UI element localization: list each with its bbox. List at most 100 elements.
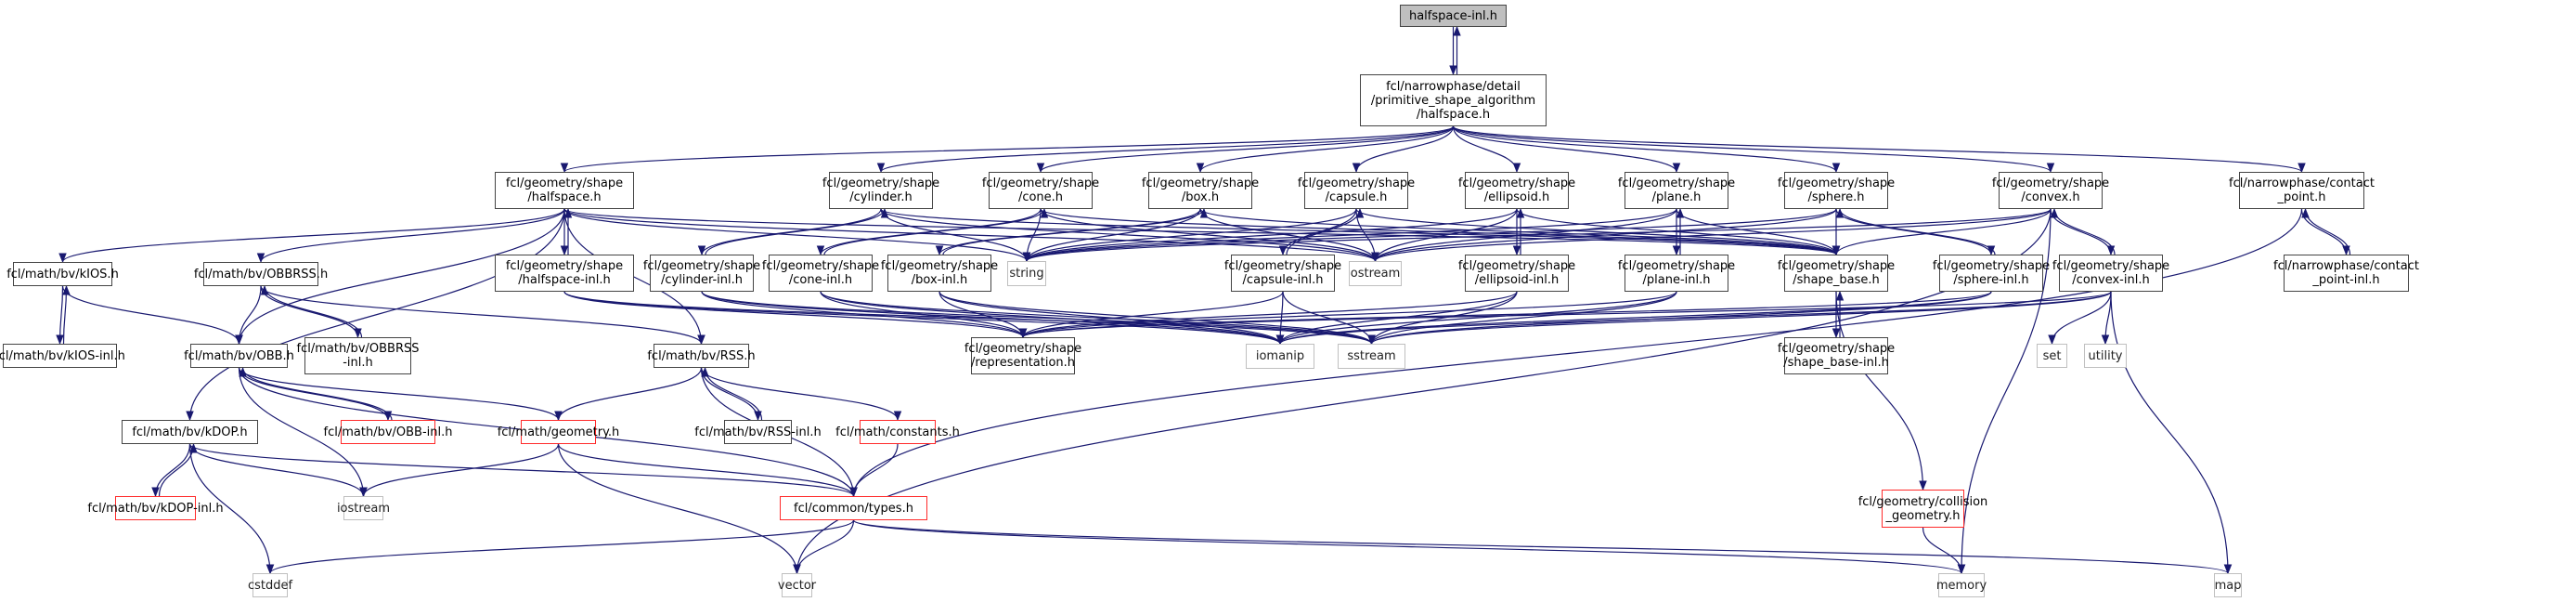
node-label: utility bbox=[2088, 348, 2123, 363]
edge-box-inl-to-iomanip bbox=[938, 291, 1285, 346]
node-kdop[interactable]: fcl/math/bv/kDOP.h bbox=[122, 420, 258, 444]
edge-cone-inl-to-sstream bbox=[820, 291, 1376, 346]
node-obb[interactable]: fcl/math/bv/OBB.h bbox=[184, 344, 294, 368]
edge-sphere-to-ostream bbox=[1371, 208, 1837, 263]
node-types[interactable]: fcl/common/types.h bbox=[780, 496, 927, 520]
node-halfspace[interactable]: fcl/geometry/shape /halfspace.h bbox=[495, 172, 634, 209]
edge-sphere-inl-to-iomanip bbox=[1275, 291, 1992, 346]
node-label: fcl/geometry/shape /shape_base.h bbox=[1777, 259, 1896, 287]
edge-halfspace-to-obb bbox=[235, 208, 565, 346]
node-rss[interactable]: fcl/math/bv/RSS.h bbox=[647, 344, 756, 368]
edge-plane-inl-to-sstream bbox=[1367, 291, 1677, 346]
node-label: fcl/geometry/shape /plane.h bbox=[1617, 177, 1736, 204]
node-sstream: sstream bbox=[1338, 344, 1405, 369]
edge-obbrss-to-obbrss-inl bbox=[260, 285, 362, 339]
node-obb-inl[interactable]: fcl/math/bv/OBB-inl.h bbox=[324, 420, 453, 444]
edge-sphere-inl-to-sphere bbox=[1835, 207, 1996, 255]
node-sphere[interactable]: fcl/geometry/shape /sphere.h bbox=[1778, 172, 1895, 209]
edge-box-inl-to-sstream bbox=[938, 291, 1376, 346]
edge-convex-inl-to-utility bbox=[2101, 291, 2112, 346]
edge-rss-to-geometry bbox=[554, 367, 703, 422]
node-label: string bbox=[1009, 267, 1044, 281]
node-box-inl[interactable]: fcl/geometry/shape /box-inl.h bbox=[881, 255, 998, 292]
node-rss-inl[interactable]: fcl/math/bv/RSS-inl.h bbox=[694, 420, 822, 444]
node-capsule-inl[interactable]: fcl/geometry/shape /capsule-inl.h bbox=[1224, 255, 1341, 292]
node-shape-base-inl[interactable]: fcl/geometry/shape /shape_base-inl.h bbox=[1778, 337, 1895, 374]
node-halfspace-inl[interactable]: fcl/geometry/shape /halfspace-inl.h bbox=[495, 255, 634, 292]
edge-cylinder-to-ostream bbox=[880, 208, 1379, 263]
edge-psa-halfspace-to-contact-point bbox=[1452, 125, 2306, 174]
node-cstddef: cstddef bbox=[248, 573, 292, 597]
node-ellipsoid-inl[interactable]: fcl/geometry/shape /ellipsoid-inl.h bbox=[1458, 255, 1575, 292]
edge-psa-halfspace-to-cone bbox=[1036, 125, 1455, 174]
edge-rss-to-constants bbox=[700, 367, 902, 422]
node-obbrss-inl[interactable]: fcl/math/bv/OBBRSS -inl.h bbox=[297, 337, 420, 374]
edge-plane-inl-to-iomanip bbox=[1275, 291, 1677, 346]
node-label: fcl/math/bv/kDOP-inl.h bbox=[87, 501, 224, 516]
node-convex-inl[interactable]: fcl/geometry/shape /convex-inl.h bbox=[2052, 255, 2169, 292]
node-cone-inl[interactable]: fcl/geometry/shape /cone-inl.h bbox=[762, 255, 879, 292]
edge-psa-halfspace-to-convex bbox=[1452, 125, 2055, 174]
node-label: fcl/geometry/collision _geometry.h bbox=[1858, 494, 1988, 523]
edge-cylinder-inl-to-representation bbox=[701, 291, 1028, 339]
node-label: fcl/geometry/shape /cylinder.h bbox=[822, 177, 940, 204]
edge-obbrss-inl-to-obbrss bbox=[260, 284, 363, 338]
node-shape-base[interactable]: fcl/geometry/shape /shape_base.h bbox=[1778, 255, 1895, 292]
edge-obb-inl-to-obb bbox=[239, 366, 393, 421]
edge-convex-inl-to-representation bbox=[1019, 291, 2112, 339]
edge-convex-inl-to-map bbox=[2110, 291, 2233, 575]
node-label: fcl/geometry/shape /halfspace-inl.h bbox=[505, 259, 624, 287]
node-label: ostream bbox=[1350, 267, 1401, 281]
node-label: fcl/geometry/shape /sphere.h bbox=[1777, 177, 1896, 204]
node-obbrss[interactable]: fcl/math/bv/OBBRSS.h bbox=[194, 262, 328, 286]
node-geometry[interactable]: fcl/math/geometry.h bbox=[498, 420, 619, 444]
edge-types-to-map bbox=[852, 519, 2232, 575]
node-box[interactable]: fcl/geometry/shape /box.h bbox=[1142, 172, 1259, 209]
node-label: fcl/geometry/shape /representation.h bbox=[964, 342, 1082, 370]
edge-capsule-inl-to-iomanip bbox=[1275, 291, 1285, 346]
edge-psa-halfspace-to-plane bbox=[1452, 125, 1681, 174]
node-contact-point-inl[interactable]: fcl/narrowphase/contact _point-inl.h bbox=[2273, 255, 2419, 292]
node-kios-inl[interactable]: fcl/math/bv/kIOS-inl.h bbox=[0, 344, 125, 368]
edge-convex-inl-to-set bbox=[2048, 291, 2112, 346]
edge-geometry-to-vector bbox=[557, 443, 801, 575]
edge-plane-to-shape-base bbox=[1676, 208, 1841, 256]
node-vector: vector bbox=[778, 573, 816, 597]
node-kdop-inl[interactable]: fcl/math/bv/kDOP-inl.h bbox=[87, 496, 224, 520]
node-collision-geometry[interactable]: fcl/geometry/collision _geometry.h bbox=[1858, 490, 1987, 528]
node-label: fcl/geometry/shape /cone-inl.h bbox=[761, 259, 880, 287]
node-label: iomanip bbox=[1255, 349, 1305, 363]
node-contact-point[interactable]: fcl/narrowphase/contact _point.h bbox=[2229, 172, 2375, 209]
node-capsule[interactable]: fcl/geometry/shape /capsule.h bbox=[1298, 172, 1415, 209]
node-plane-inl[interactable]: fcl/geometry/shape /plane-inl.h bbox=[1618, 255, 1735, 292]
node-ellipsoid[interactable]: fcl/geometry/shape /ellipsoid.h bbox=[1458, 172, 1575, 209]
node-constants[interactable]: fcl/math/constants.h bbox=[835, 420, 960, 444]
node-cylinder[interactable]: fcl/geometry/shape /cylinder.h bbox=[822, 172, 939, 209]
node-psa-halfspace[interactable]: fcl/narrowphase/detail /primitive_shape_… bbox=[1360, 74, 1547, 126]
edge-halfspace-to-kios bbox=[58, 208, 565, 264]
node-cone[interactable]: fcl/geometry/shape /cone.h bbox=[982, 172, 1099, 209]
node-set: set bbox=[2037, 344, 2067, 368]
node-representation[interactable]: fcl/geometry/shape /representation.h bbox=[964, 337, 1081, 374]
node-kios[interactable]: fcl/math/bv/kIOS.h bbox=[6, 262, 119, 286]
edge-convex-to-shape-base bbox=[1832, 208, 2052, 256]
edge-obb-to-obb-inl bbox=[238, 367, 393, 422]
node-label: memory bbox=[1935, 578, 1987, 593]
edge-psa-halfspace-to-sphere bbox=[1452, 125, 1841, 174]
edge-halfspace-to-ostream bbox=[563, 208, 1379, 263]
node-cylinder-inl[interactable]: fcl/geometry/shape /cylinder-inl.h bbox=[643, 255, 760, 292]
edge-halfspace-inl-to-iomanip bbox=[563, 291, 1285, 346]
edge-cone-to-ostream bbox=[1040, 208, 1379, 263]
node-sphere-inl[interactable]: fcl/geometry/shape /sphere-inl.h bbox=[1933, 255, 2050, 292]
node-convex[interactable]: fcl/geometry/shape /convex.h bbox=[1992, 172, 2109, 209]
node-map: map bbox=[2214, 573, 2242, 597]
node-plane[interactable]: fcl/geometry/shape /plane.h bbox=[1618, 172, 1735, 209]
node-utility: utility bbox=[2084, 344, 2127, 368]
node-label: fcl/geometry/shape /ellipsoid-inl.h bbox=[1457, 259, 1576, 287]
edge-cylinder-to-shape-base bbox=[880, 208, 1840, 256]
edge-shape-base-to-collision-geometry bbox=[1835, 291, 1927, 491]
node-label: fcl/math/bv/kDOP.h bbox=[132, 425, 248, 439]
edge-capsule-to-shape-base bbox=[1355, 208, 1841, 256]
edge-ellipsoid-to-string bbox=[1022, 208, 1518, 263]
